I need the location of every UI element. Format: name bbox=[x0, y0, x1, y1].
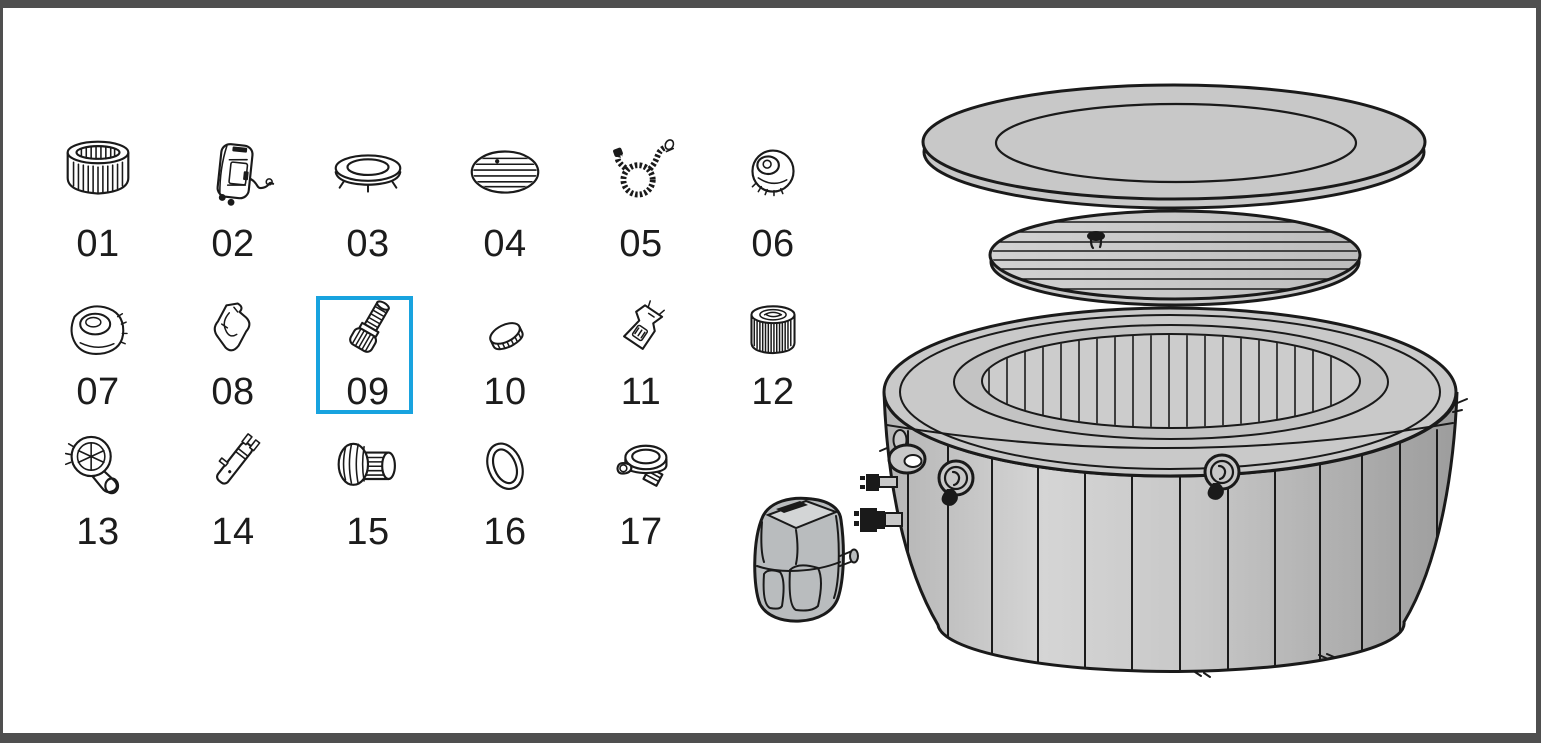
pipe-connector-upper bbox=[860, 474, 898, 491]
buckle-clip-icon bbox=[623, 299, 665, 350]
part-item-06[interactable]: 06 bbox=[711, 124, 835, 264]
spa-tub-body bbox=[854, 306, 1468, 678]
valve-cap-icon bbox=[751, 149, 795, 197]
part-item-07[interactable]: 07 bbox=[36, 294, 160, 412]
wrench-tool-icon bbox=[216, 432, 261, 485]
part-number-label: 07 bbox=[76, 371, 120, 413]
part-item-11[interactable]: 11 bbox=[579, 294, 703, 412]
right-strap-nub bbox=[1452, 398, 1468, 413]
part-number-label: 17 bbox=[619, 511, 663, 553]
tub-interior-hatch bbox=[988, 335, 1332, 427]
spa-top-cover bbox=[921, 83, 1427, 210]
part-number-label: 11 bbox=[620, 371, 662, 413]
part-number-label: 03 bbox=[346, 223, 390, 265]
part-item-09[interactable]: 09 bbox=[306, 294, 430, 414]
pump-unit-icon bbox=[216, 143, 275, 206]
part-number-label: 06 bbox=[751, 223, 795, 265]
part-number-label: 12 bbox=[751, 371, 795, 413]
filter-cartridge-icon bbox=[750, 304, 796, 354]
inflatable-lid-icon bbox=[334, 154, 402, 193]
part-item-02[interactable]: 02 bbox=[171, 124, 295, 264]
part-number-label: 09 bbox=[346, 371, 390, 413]
part-item-04[interactable]: 04 bbox=[443, 124, 567, 264]
part-number-label: 14 bbox=[211, 511, 255, 553]
bottom-tie-marks bbox=[1194, 653, 1335, 678]
part-number-label: 04 bbox=[483, 223, 527, 265]
part-item-01[interactable]: 01 bbox=[36, 124, 160, 264]
spa-illustration bbox=[753, 83, 1468, 678]
part-number-label: 08 bbox=[211, 371, 255, 413]
elbow-fitting-icon bbox=[64, 435, 120, 495]
pipe-connector-lower bbox=[854, 508, 903, 532]
part-item-10[interactable]: 10 bbox=[443, 294, 567, 412]
part-item-12[interactable]: 12 bbox=[711, 294, 835, 412]
part-item-13[interactable]: 13 bbox=[36, 424, 160, 552]
pump-outlet-spout bbox=[839, 548, 859, 567]
part-number-label: 02 bbox=[211, 223, 255, 265]
part-item-15[interactable]: 15 bbox=[306, 424, 430, 552]
part-item-08[interactable]: 08 bbox=[171, 294, 295, 412]
stopper-cap-icon bbox=[489, 321, 524, 350]
nozzle-adapter-icon bbox=[349, 299, 390, 353]
part-number-label: 15 bbox=[346, 511, 390, 553]
jet-fitting bbox=[1203, 453, 1241, 500]
part-item-14[interactable]: 14 bbox=[171, 424, 295, 552]
drain-valve-handle bbox=[879, 429, 927, 475]
jet-fitting bbox=[937, 459, 975, 506]
bladder-valve bbox=[1087, 231, 1105, 250]
drain-cap-icon bbox=[616, 444, 668, 487]
part-number-label: 10 bbox=[483, 371, 527, 413]
part-item-17[interactable]: 17 bbox=[579, 424, 703, 552]
part-number-label: 05 bbox=[619, 223, 663, 265]
parts-diagram-canvas: 01 02 bbox=[3, 8, 1536, 733]
threaded-connector-icon bbox=[337, 442, 396, 486]
part-number-label: 13 bbox=[76, 511, 120, 553]
bladder-cover-icon bbox=[470, 150, 540, 194]
part-item-16[interactable]: 16 bbox=[443, 424, 567, 552]
spa-pump-unit bbox=[753, 496, 859, 623]
spa-inner-bladder bbox=[988, 209, 1362, 307]
clamp-icon bbox=[213, 302, 251, 351]
liner-ring-icon bbox=[66, 140, 130, 195]
housing-cap-icon bbox=[70, 304, 128, 355]
inflation-hose-icon bbox=[613, 139, 675, 198]
part-item-05[interactable]: 05 bbox=[579, 124, 703, 264]
part-number-label: 16 bbox=[483, 511, 527, 553]
part-number-label: 01 bbox=[76, 223, 120, 265]
part-item-03[interactable]: 03 bbox=[306, 124, 430, 264]
o-ring-icon bbox=[486, 442, 524, 490]
